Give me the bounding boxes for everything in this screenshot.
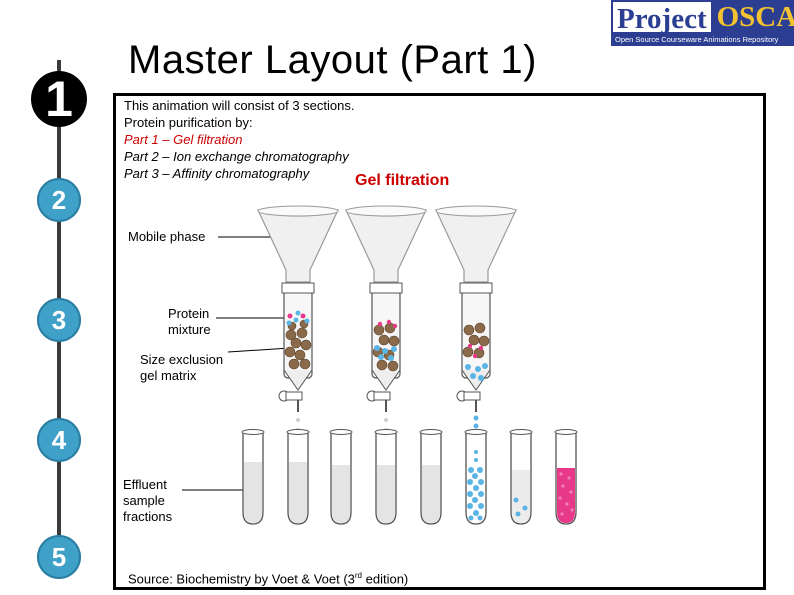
funnel-rim-1	[257, 205, 339, 217]
test-tube-8-pink-fraction	[554, 429, 578, 525]
gel-filtration-heading: Gel filtration	[355, 172, 450, 189]
label-effluent-line-3: fractions	[123, 509, 173, 524]
column-3	[434, 205, 518, 429]
funnel-rim-3	[435, 205, 517, 217]
test-tube-4	[374, 429, 398, 525]
intro-line-1: This animation will consist of 3 section…	[124, 98, 355, 113]
intro-line-2: Protein purification by:	[124, 115, 253, 130]
project-oscar-logo: Project OSCAR Open Source Courseware Ani…	[611, 0, 794, 46]
test-tube-2	[286, 429, 310, 525]
test-tube-5	[419, 429, 443, 525]
column-tip-1	[283, 369, 313, 391]
stopcock-body-3	[463, 391, 481, 401]
column-2	[344, 205, 428, 412]
eluting-drops-3	[473, 415, 479, 429]
column-cap-1	[281, 282, 315, 294]
stopcock-body-2	[373, 391, 391, 401]
label-protein-mixture: Protein mixture	[168, 306, 211, 338]
funnel-2	[344, 209, 428, 283]
gel-beads-3	[462, 322, 490, 359]
step-4-marker[interactable]: 4	[37, 418, 81, 462]
column-cap-2	[369, 282, 403, 294]
logo-word-project: Project	[611, 0, 713, 35]
test-tube-3	[329, 429, 353, 525]
label-gel-matrix-line-2: gel matrix	[140, 368, 197, 383]
funnel-1	[256, 209, 340, 283]
step-3-marker[interactable]: 3	[37, 298, 81, 342]
source-sup: rd	[354, 571, 363, 580]
label-effluent: Effluent sample fractions	[123, 477, 172, 525]
test-tube-7	[509, 429, 533, 525]
funnel-3	[434, 209, 518, 283]
protein-band-3	[465, 343, 488, 381]
stopcock-body-1	[285, 391, 303, 401]
column-1	[256, 205, 340, 412]
funnel-rim-2	[345, 205, 427, 217]
label-mobile-phase: Mobile phase	[128, 229, 206, 244]
label-gel-matrix-line-1: Size exclusion	[140, 352, 224, 367]
source-citation: Source: Biochemistry by Voet & Voet (3rd…	[128, 571, 408, 586]
intro-part-2: Part 2 – Ion exchange chromatography	[124, 149, 349, 164]
source-end: edition)	[362, 571, 409, 587]
test-tube-1	[241, 429, 265, 525]
test-tube-6-blue-fraction	[464, 429, 488, 525]
content-frame	[113, 93, 766, 590]
label-gel-matrix: Size exclusion gel matrix	[140, 352, 223, 384]
column-tip-3	[461, 369, 491, 391]
column-cap-3	[459, 282, 493, 294]
label-effluent-line-2: sample	[123, 493, 165, 508]
protein-band-2	[374, 319, 398, 361]
step-5-marker[interactable]: 5	[37, 535, 81, 579]
step-2-marker[interactable]: 2	[37, 178, 81, 222]
leader-lines	[182, 236, 298, 491]
logo-word-oscar: OSCAR	[712, 0, 794, 34]
column-tip-2	[371, 369, 401, 391]
label-protein-mixture-line-2: mixture	[168, 322, 211, 337]
page-title: Master Layout (Part 1)	[128, 38, 537, 82]
collection-tubes	[241, 429, 578, 525]
logo-tagline: Open Source Courseware Animations Reposi…	[611, 34, 794, 46]
intro-text: This animation will consist of 3 section…	[124, 97, 354, 182]
source-text: Source: Biochemistry by Voet & Voet (3	[128, 571, 355, 587]
leader-gel-matrix	[227, 347, 291, 353]
step-1-marker[interactable]: 1	[31, 71, 87, 127]
protein-band-1	[286, 310, 310, 326]
label-effluent-line-1: Effluent	[123, 477, 167, 492]
intro-part-1: Part 1 – Gel filtration	[124, 132, 243, 147]
label-protein-mixture-line-1: Protein	[168, 306, 210, 321]
intro-part-3: Part 3 – Affinity chromatography	[124, 166, 310, 181]
